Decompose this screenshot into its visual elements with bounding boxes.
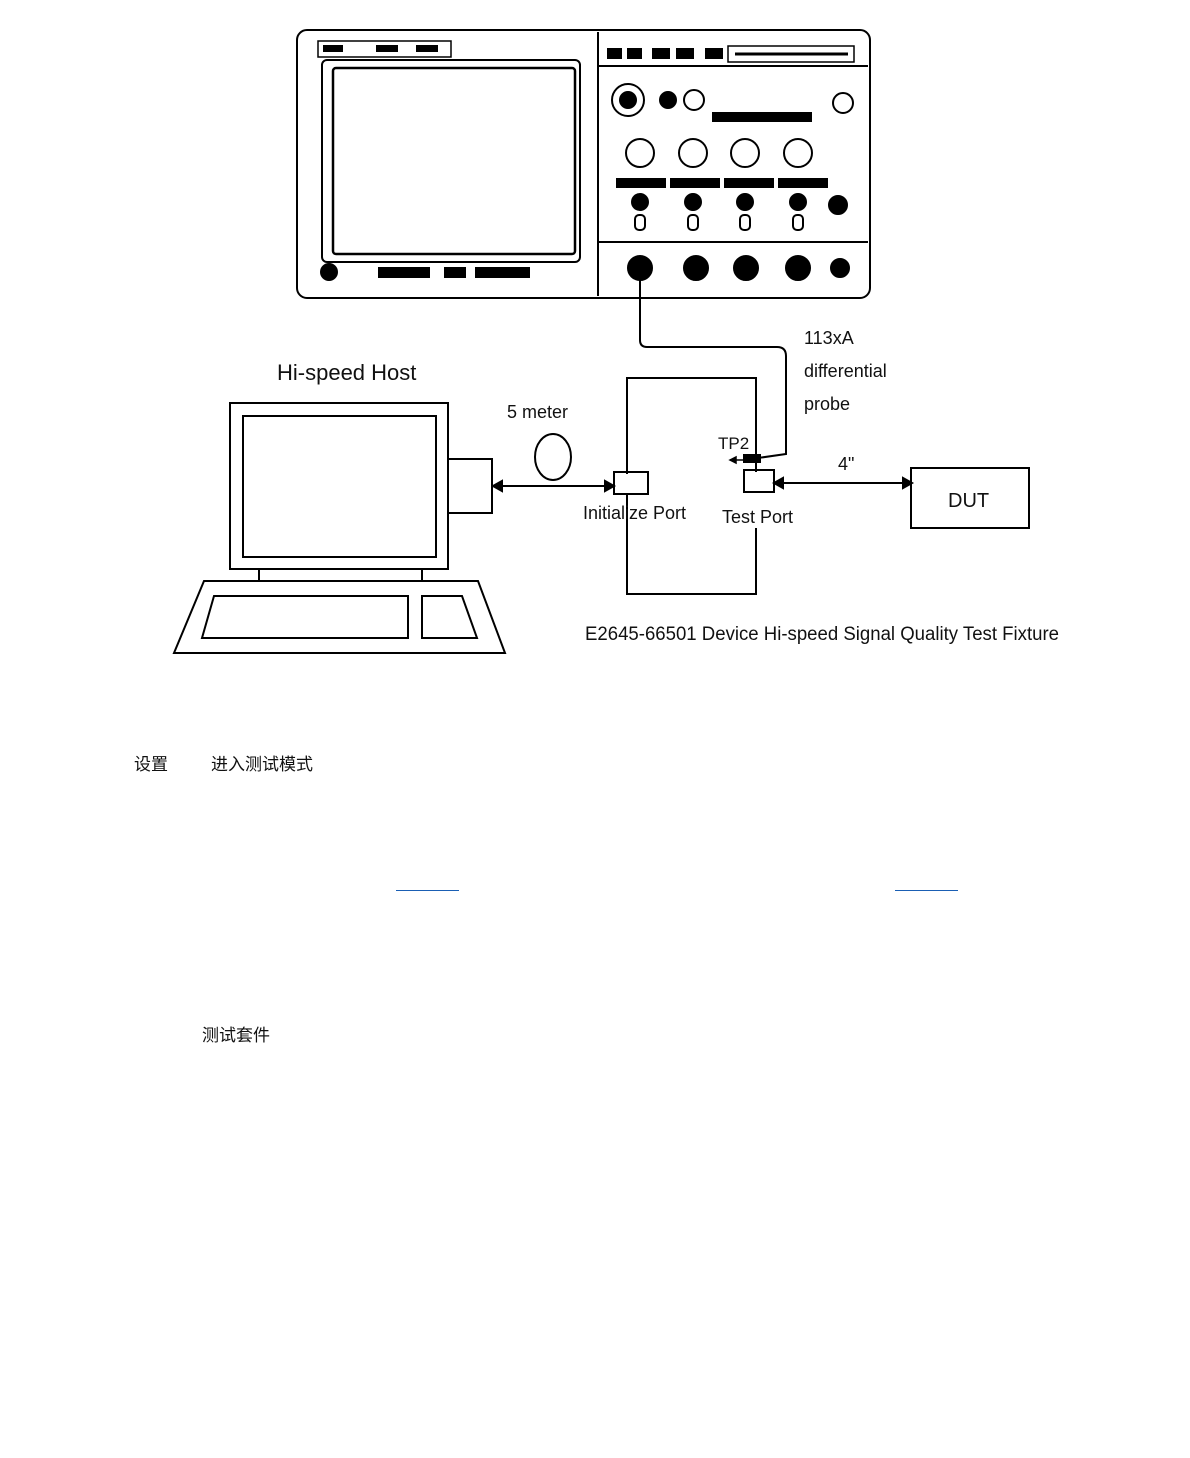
probe-label-1: 113xA: [804, 328, 854, 348]
probe-label-3: probe: [804, 394, 850, 414]
link-underline-1[interactable]: [396, 890, 459, 891]
probe-label-2: differential: [804, 361, 887, 381]
test-fixture: [613, 377, 775, 595]
dut-cable: [771, 476, 915, 490]
usb-cable-5m: [490, 433, 617, 493]
tp2-label: TP2: [718, 434, 749, 453]
setup-heading: 设置: [134, 755, 168, 775]
dut-box: [910, 467, 1030, 529]
length-label: 4": [838, 454, 854, 474]
tp2-arrow: [728, 455, 744, 465]
oscilloscope: [296, 29, 871, 299]
host-label: Hi-speed Host: [277, 360, 416, 385]
link-underline-2[interactable]: [895, 890, 958, 891]
enter-test-mode-heading: 进入测试模式: [211, 755, 313, 775]
init-port-label: Initialize Port: [583, 503, 686, 523]
probe-tip: [743, 454, 761, 463]
host-computer: [172, 402, 507, 654]
fixture-caption: E2645-66501 Device Hi-speed Signal Quali…: [585, 624, 1059, 645]
cable-label: 5 meter: [507, 402, 568, 422]
test-setup-diagram: Hi-speed Host 5 meter 113xA differential…: [172, 29, 1059, 654]
dut-label: DUT: [948, 490, 989, 512]
test-port-label: Test Port: [722, 507, 793, 527]
test-kit-label: 测试套件: [202, 1026, 270, 1046]
probe-cable: [639, 280, 787, 459]
